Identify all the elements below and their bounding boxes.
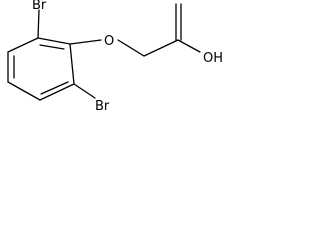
ring-bond (37, 37, 71, 45)
ring-bond (69, 43, 75, 85)
bromine-top-label: Br (32, 0, 47, 13)
bromine-bottom-label: Br (95, 99, 110, 114)
bond-to-bottom-bromine (73, 83, 96, 99)
ether-oxygen-label: O (104, 34, 114, 49)
bond-carbonyl-to-hydroxyl (177, 39, 201, 53)
ring-bond (39, 83, 75, 101)
ring-bond (7, 81, 41, 101)
bond-ring-to-oxygen (69, 39, 102, 45)
bond-to-top-bromine (37, 9, 40, 39)
bond-oxygen-to-ch2 (117, 39, 145, 57)
ring-double-bond (39, 44, 65, 50)
chemical-structure-diagram: Br Br O OH (7, 0, 223, 114)
ring-bond (7, 37, 39, 53)
benzene-ring (7, 37, 75, 101)
bond-ch2-to-carbonyl (143, 39, 179, 57)
hydroxyl-label: OH (203, 51, 223, 66)
ring-double-bond (40, 81, 69, 95)
